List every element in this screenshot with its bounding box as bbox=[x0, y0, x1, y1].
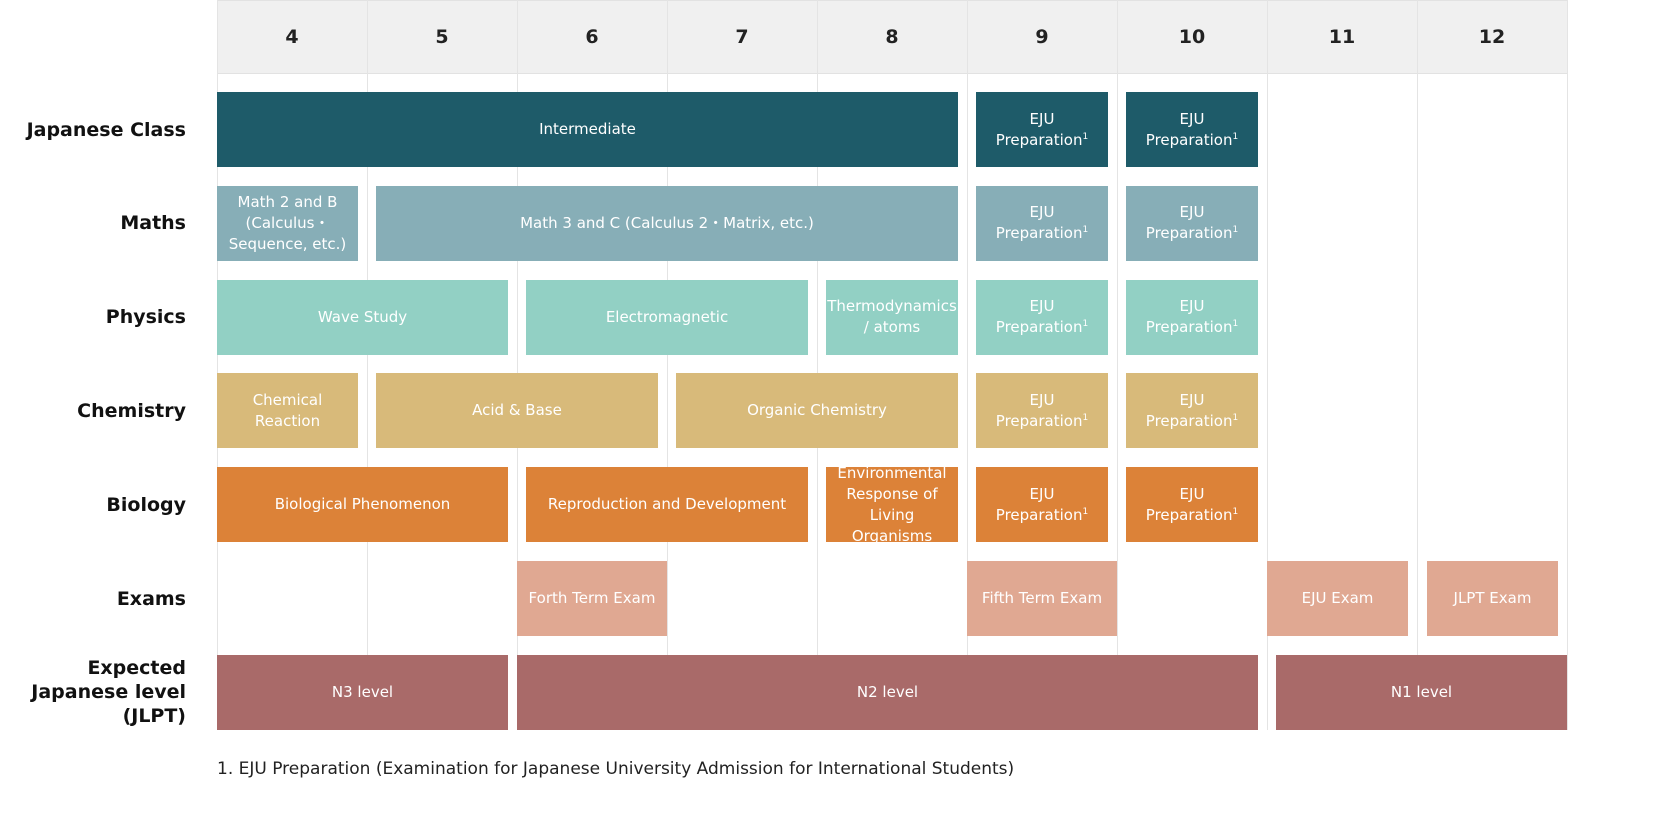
expected-jlpt-bar: N1 level bbox=[1276, 654, 1567, 730]
japanese-class-bar: EJU Preparation1 bbox=[1126, 92, 1258, 167]
month-gridline bbox=[517, 0, 518, 730]
footnote-marker: 1 bbox=[1232, 225, 1239, 236]
month-gridline bbox=[217, 0, 218, 730]
maths-bar-text: EJU Preparation1 bbox=[995, 203, 1089, 243]
chemistry-bar: Organic Chemistry bbox=[676, 373, 958, 449]
biology-bar-text: EJU Preparation1 bbox=[995, 484, 1089, 524]
footnote-marker: 1 bbox=[1082, 319, 1089, 330]
japanese-class-bar-text: EJU Preparation1 bbox=[1145, 109, 1239, 149]
month-label: 7 bbox=[735, 26, 749, 48]
japanese-class-bar: Intermediate bbox=[217, 92, 958, 167]
biology-bar-text: Biological Phenomenon bbox=[274, 495, 451, 514]
footnote: 1. EJU Preparation (Examination for Japa… bbox=[217, 759, 1015, 779]
row-label-maths: Maths bbox=[120, 212, 186, 235]
maths-bar: Math 3 and C (Calculus 2・Matrix, etc.) bbox=[376, 185, 958, 261]
biology-bar: Environmental Response of Living Organis… bbox=[826, 464, 958, 545]
exams-bar-text: Forth Term Exam bbox=[528, 589, 656, 607]
exams-bar-text: Fifth Term Exam bbox=[981, 589, 1103, 607]
chemistry-bar: Acid & Base bbox=[376, 373, 658, 449]
maths-bar: Math 2 and B (Calculus・Sequence, etc.) bbox=[217, 185, 358, 261]
maths-bar-text: Math 3 and C (Calculus 2・Matrix, etc.) bbox=[520, 213, 814, 232]
chemistry-bar: EJU Preparation1 bbox=[1126, 373, 1258, 449]
month-gridline bbox=[967, 0, 968, 730]
physics-bar: EJU Preparation1 bbox=[1126, 279, 1258, 355]
footnote-marker: 1 bbox=[1082, 131, 1089, 142]
expected-jlpt-bar: N2 level bbox=[517, 654, 1258, 730]
expected-jlpt-bar: N3 level bbox=[217, 654, 508, 730]
maths-bar: EJU Preparation1 bbox=[976, 185, 1108, 261]
biology-bar: EJU Preparation1 bbox=[1126, 467, 1258, 543]
chemistry-bar-text: Organic Chemistry bbox=[747, 401, 887, 420]
row-label-exams: Exams bbox=[116, 587, 186, 610]
footnote-marker: 1 bbox=[1232, 319, 1239, 330]
exams-bar-text: EJU Exam bbox=[1301, 589, 1374, 607]
footnote-marker: 1 bbox=[1082, 506, 1089, 517]
physics-bar: Thermodynamics / atoms bbox=[826, 279, 958, 355]
month-gridline bbox=[667, 0, 668, 730]
biology-bar: Biological Phenomenon bbox=[217, 467, 508, 543]
exams-bar: JLPT Exam bbox=[1427, 561, 1558, 636]
biology-bar: Reproduction and Development bbox=[526, 467, 808, 543]
biology-bar: EJU Preparation1 bbox=[976, 467, 1108, 543]
japanese-class-bar: EJU Preparation1 bbox=[976, 92, 1108, 167]
chemistry-bar-text: EJU Preparation1 bbox=[1145, 390, 1239, 430]
physics-bar-text: EJU Preparation1 bbox=[1145, 297, 1239, 337]
chemistry-bar-text: Chemical Reaction bbox=[252, 390, 323, 430]
exams-bar: EJU Exam bbox=[1267, 561, 1408, 636]
month-gridline bbox=[817, 0, 818, 730]
footnote-marker: 1 bbox=[1082, 412, 1089, 423]
row-label-expected-jlpt: Expected Japanese level (JLPT) bbox=[31, 657, 186, 728]
footnote-marker: 1 bbox=[1232, 412, 1239, 423]
expected-jlpt-bar-text: N2 level bbox=[856, 682, 919, 701]
footnote-marker: 1 bbox=[1232, 506, 1239, 517]
expected-jlpt-bar-text: N3 level bbox=[331, 682, 394, 701]
chemistry-bar-text: EJU Preparation1 bbox=[995, 390, 1089, 430]
month-gridline bbox=[1117, 0, 1118, 730]
physics-bar: EJU Preparation1 bbox=[976, 279, 1108, 355]
month-label: 5 bbox=[435, 26, 449, 48]
maths-bar-text: EJU Preparation1 bbox=[1145, 203, 1239, 243]
expected-jlpt-bar-text: N1 level bbox=[1390, 682, 1453, 701]
month-label: 9 bbox=[1035, 26, 1049, 48]
japanese-class-bar-text: Intermediate bbox=[539, 120, 636, 138]
biology-bar-text: Reproduction and Development bbox=[547, 495, 787, 514]
month-gridline bbox=[1417, 0, 1418, 730]
exams-bar-text: JLPT Exam bbox=[1453, 589, 1532, 607]
exams-bar: Fifth Term Exam bbox=[967, 561, 1117, 636]
chemistry-bar-text: Acid & Base bbox=[472, 401, 562, 420]
physics-bar: Electromagnetic bbox=[526, 279, 808, 355]
biology-bar-text: EJU Preparation1 bbox=[1145, 484, 1239, 524]
japanese-class-bar-text: EJU Preparation1 bbox=[995, 109, 1089, 149]
month-label: 11 bbox=[1328, 26, 1356, 48]
month-gridline bbox=[367, 0, 368, 730]
month-gridline bbox=[1267, 0, 1268, 730]
month-header bbox=[217, 0, 1568, 74]
month-label: 6 bbox=[585, 26, 599, 48]
physics-bar-text: Thermodynamics / atoms bbox=[827, 297, 957, 337]
maths-bar-text: Math 2 and B (Calculus・Sequence, etc.) bbox=[228, 192, 347, 253]
month-label: 8 bbox=[885, 26, 899, 48]
exams-bar: Forth Term Exam bbox=[517, 561, 667, 636]
month-label: 10 bbox=[1178, 26, 1206, 48]
footnote-marker: 1 bbox=[1082, 225, 1089, 236]
row-label-physics: Physics bbox=[105, 306, 186, 329]
footnote-marker: 1 bbox=[1232, 131, 1239, 142]
physics-bar-text: Wave Study bbox=[317, 307, 408, 326]
chemistry-bar: EJU Preparation1 bbox=[976, 373, 1108, 449]
row-label-japanese-class: Japanese Class bbox=[26, 118, 186, 141]
physics-bar: Wave Study bbox=[217, 279, 508, 355]
physics-bar-text: Electromagnetic bbox=[605, 307, 729, 326]
maths-bar: EJU Preparation1 bbox=[1126, 185, 1258, 261]
physics-bar-text: EJU Preparation1 bbox=[995, 297, 1089, 337]
row-label-biology: Biology bbox=[106, 493, 186, 516]
biology-bar-text: Environmental Response of Living Organis… bbox=[837, 463, 947, 545]
month-label: 4 bbox=[285, 26, 299, 48]
row-label-chemistry: Chemistry bbox=[77, 399, 186, 422]
chemistry-bar: Chemical Reaction bbox=[217, 373, 358, 449]
month-gridline bbox=[1567, 0, 1568, 730]
month-label: 12 bbox=[1478, 26, 1506, 48]
